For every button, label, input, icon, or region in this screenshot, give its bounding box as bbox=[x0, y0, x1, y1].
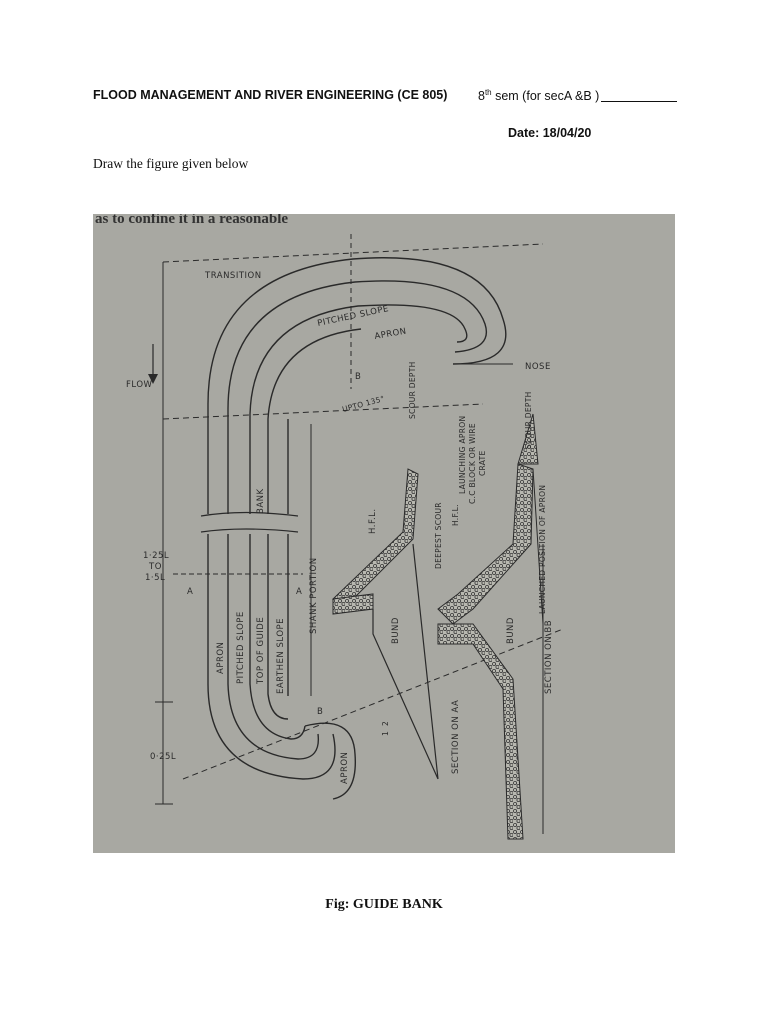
section-bb-pitching bbox=[437, 463, 534, 625]
dimension-ticks bbox=[155, 701, 173, 805]
label-scour-depth-2: SCOUR DEPTH bbox=[524, 391, 533, 449]
top-of-guide-line bbox=[249, 304, 468, 514]
label-section-b-top: B bbox=[355, 372, 361, 382]
label-upto-135: UPTO 135° bbox=[341, 394, 385, 414]
dash-line-diagonal bbox=[182, 628, 564, 780]
label-hfl-1: H.F.L. bbox=[368, 508, 378, 534]
course-title: FLOOD MANAGEMENT AND RIVER ENGINEERING (… bbox=[93, 88, 448, 102]
section-bb-bund-outline bbox=[532, 468, 544, 834]
dash-line-top bbox=[162, 243, 544, 263]
label-section-a-left: A bbox=[187, 587, 193, 597]
bank-line bbox=[267, 328, 362, 514]
label-apron-tail: APRON bbox=[340, 752, 350, 784]
outer-apron-lower bbox=[207, 534, 336, 780]
guide-bank-figure-photo: as to confine it in a reasonable bbox=[93, 214, 675, 853]
pitched-slope-lower bbox=[227, 534, 320, 760]
section-aa-pitching bbox=[332, 468, 419, 605]
semester-text: sem (for secA &B ) bbox=[491, 89, 600, 104]
label-apron-arc: APRON bbox=[374, 326, 408, 341]
section-aa-bund-outline bbox=[372, 543, 439, 780]
label-apron-strip: APRON bbox=[216, 642, 226, 674]
figure-caption: Fig: GUIDE BANK bbox=[325, 897, 443, 912]
label-hfl-2: H.F.L. bbox=[451, 504, 460, 526]
label-section-a-right: A bbox=[296, 587, 302, 597]
label-section-aa: SECTION ON AA bbox=[451, 700, 461, 774]
label-deepest-scour: DEEPEST SCOUR bbox=[434, 502, 443, 569]
label-slope-1: 1 bbox=[381, 731, 390, 736]
break-mark bbox=[200, 511, 299, 533]
label-launched-position: LAUNCHED POSITION OF APRON bbox=[538, 485, 547, 614]
tail-apron bbox=[304, 722, 357, 800]
label-slope-2: 2 bbox=[381, 721, 390, 726]
label-length-main-2: TO bbox=[148, 562, 162, 572]
semester-number: 8 bbox=[478, 89, 485, 104]
label-pitched-slope-strip: PITCHED SLOPE bbox=[236, 611, 246, 684]
label-nose: NOSE bbox=[525, 362, 551, 372]
label-length-main-1: 1·25L bbox=[143, 551, 169, 561]
label-section-bb: SECTION ON BB bbox=[544, 620, 554, 694]
instruction-text: Draw the figure given below bbox=[93, 156, 249, 171]
label-section-b-bottom: B bbox=[317, 707, 323, 717]
label-length-small: 0·25L bbox=[150, 752, 176, 762]
label-pitched-slope-arc: PITCHED SLOPE bbox=[317, 304, 390, 329]
label-cc-block: C.C BLOCK OR WIRE bbox=[468, 423, 477, 504]
label-bund-2: BUND bbox=[506, 617, 516, 644]
outer-apron-line bbox=[207, 257, 507, 514]
label-length-main-3: 1·5L bbox=[145, 573, 165, 583]
pitched-slope-line bbox=[227, 280, 487, 514]
flow-arrow-head bbox=[148, 374, 158, 384]
guide-bank-drawing: as to confine it in a reasonable bbox=[95, 214, 564, 840]
label-earthen-slope: EARTHEN SLOPE bbox=[276, 618, 286, 694]
dash-line-mid bbox=[162, 403, 484, 420]
label-bank: BANK bbox=[256, 488, 266, 514]
blank-line bbox=[601, 89, 678, 103]
section-bb-launched-apron bbox=[437, 623, 524, 840]
label-shank-portion: SHANK PORTION bbox=[309, 557, 319, 634]
label-bund-1: BUND bbox=[391, 617, 401, 644]
date: Date: 18/04/20 bbox=[508, 126, 592, 140]
label-crate: CRATE bbox=[478, 450, 487, 476]
semester-info: 8th sem (for secA &B ) bbox=[478, 88, 678, 104]
label-scour-depth-1: SCOUR DEPTH bbox=[408, 361, 417, 419]
semester-superscript: th bbox=[484, 88, 492, 97]
label-transition: TRANSITION bbox=[204, 271, 262, 281]
photo-top-text: as to confine it in a reasonable bbox=[95, 214, 288, 227]
label-flow: FLOW bbox=[126, 380, 153, 390]
label-top-of-guide: TOP OF GUIDE bbox=[256, 617, 266, 685]
bank-lower bbox=[267, 534, 289, 720]
section-bb-top bbox=[517, 413, 539, 465]
label-launching-apron: LAUNCHING APRON bbox=[458, 416, 467, 494]
